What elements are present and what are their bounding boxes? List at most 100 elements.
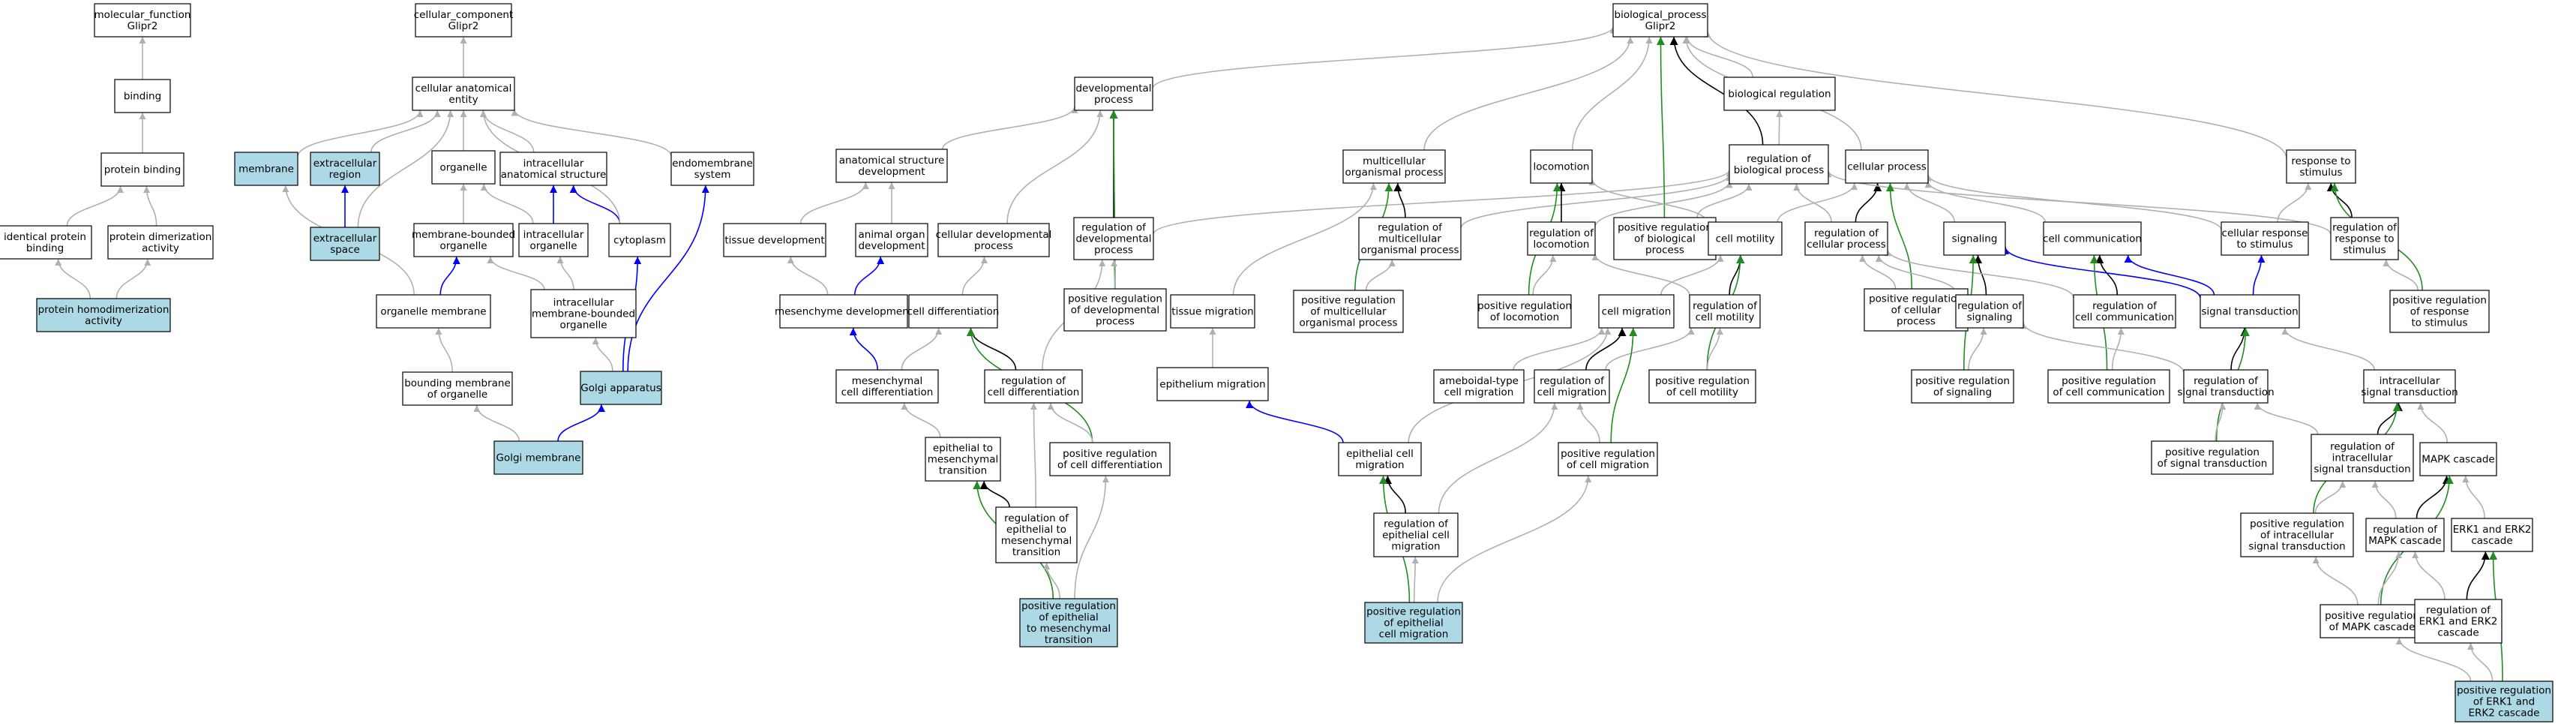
go-term-node-sigtrans[interactable]: signal transduction	[2200, 294, 2300, 329]
node-label-line: organelle	[439, 162, 487, 174]
node-label-line: locomotion	[1534, 239, 1590, 251]
go-term-node-locomotion[interactable]: locomotion	[1530, 149, 1593, 184]
go-term-node-cellmig[interactable]: cell migration	[1598, 294, 1675, 329]
go-term-node-mapk[interactable]: MAPK cascade	[2419, 442, 2497, 476]
go-term-node-cellmot[interactable]: cell motility	[1708, 221, 1783, 256]
go-term-node-bioreg[interactable]: biological regulation	[1723, 77, 1836, 111]
edge-is-a-membrane-to-cae	[297, 110, 424, 158]
node-box	[908, 294, 998, 329]
go-term-node-protbind[interactable]: protein binding	[100, 152, 184, 187]
go-term-node-cellproc[interactable]: cellular process	[1845, 149, 1929, 184]
node-label-line: binding	[124, 91, 161, 103]
go-term-node-celldiff[interactable]: cell differentiation	[907, 294, 1000, 329]
node-label-line: ERK1 and ERK2	[2453, 524, 2532, 536]
node-label-line: cell differentiation	[841, 386, 934, 398]
go-term-node-cytoplasm[interactable]: cytoplasm	[608, 223, 671, 257]
go-term-node-organelle[interactable]: organelle	[431, 150, 496, 185]
go-term-node-golgimem[interactable]: Golgi membrane	[493, 440, 583, 475]
go-term-node-mesdev[interactable]: mesenchyme development	[775, 294, 913, 329]
edge-is-a-posregcellcomm-to-regcellcomm	[2111, 327, 2125, 371]
edge-is-a-erk-to-mapk	[2462, 475, 2485, 519]
edge-regulates-regerk-to-erk	[2466, 551, 2490, 600]
node-label-line: of cell motility	[1666, 386, 1738, 398]
edge-is-a-celldiff-to-celldevproc	[961, 256, 988, 296]
go-term-node-golgi[interactable]: Golgi apparatus	[580, 371, 662, 405]
go-term-node-epimig[interactable]: epithelium migration	[1156, 367, 1269, 401]
edge-is-a-cellmig-to-cellmot	[1660, 254, 1724, 296]
go-term-node-membrane[interactable]: membrane	[234, 152, 298, 186]
node-box	[1342, 149, 1446, 184]
go-term-node-tissuedev[interactable]: tissue development	[723, 223, 826, 257]
go-term-node-signaling[interactable]: signaling	[1943, 221, 2006, 256]
node-label-line: regulation of	[1814, 227, 1879, 239]
go-term-node-tissuemig[interactable]: tissue migration	[1170, 294, 1255, 329]
go-term-node-orgmem[interactable]: organelle membrane	[376, 294, 491, 329]
go-term-node-binding[interactable]: binding	[114, 79, 171, 113]
go-term-node-cellcomm[interactable]: cell communication	[2043, 221, 2142, 256]
